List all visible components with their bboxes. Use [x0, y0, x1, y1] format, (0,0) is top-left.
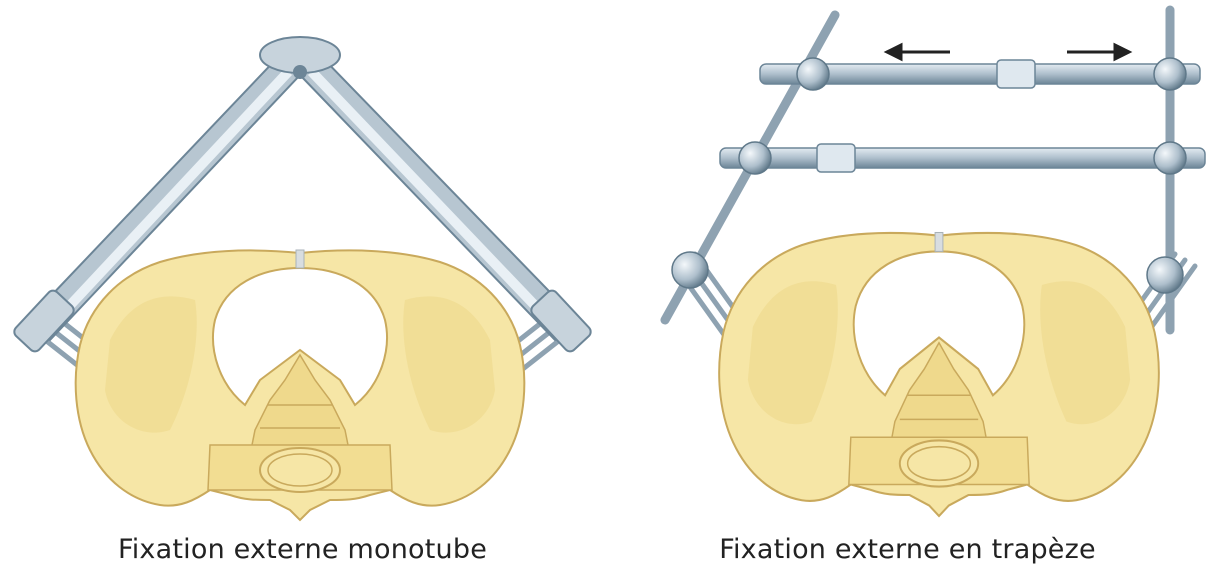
pelvis	[76, 250, 525, 520]
caption-trapeze: Fixation externe en trapèze	[605, 534, 1210, 565]
trapeze-illustration	[605, 0, 1210, 586]
clamp-ball	[797, 58, 829, 90]
panel-monotube: Fixation externe monotube	[0, 0, 605, 586]
clamp-ball	[1154, 142, 1186, 174]
arrow-left-icon	[887, 45, 950, 59]
monotube-illustration	[0, 0, 605, 586]
clamp-ball	[739, 142, 771, 174]
bottom-horizontal-rod	[720, 148, 1205, 168]
caption-monotube: Fixation externe monotube	[0, 534, 605, 565]
clamp-ball	[672, 252, 708, 288]
clamp-ball	[1154, 58, 1186, 90]
panel-trapeze: Fixation externe en trapèze	[605, 0, 1210, 586]
clamp-ball	[1147, 257, 1183, 293]
pelvis	[719, 232, 1159, 516]
arrow-right-icon	[1067, 45, 1129, 59]
